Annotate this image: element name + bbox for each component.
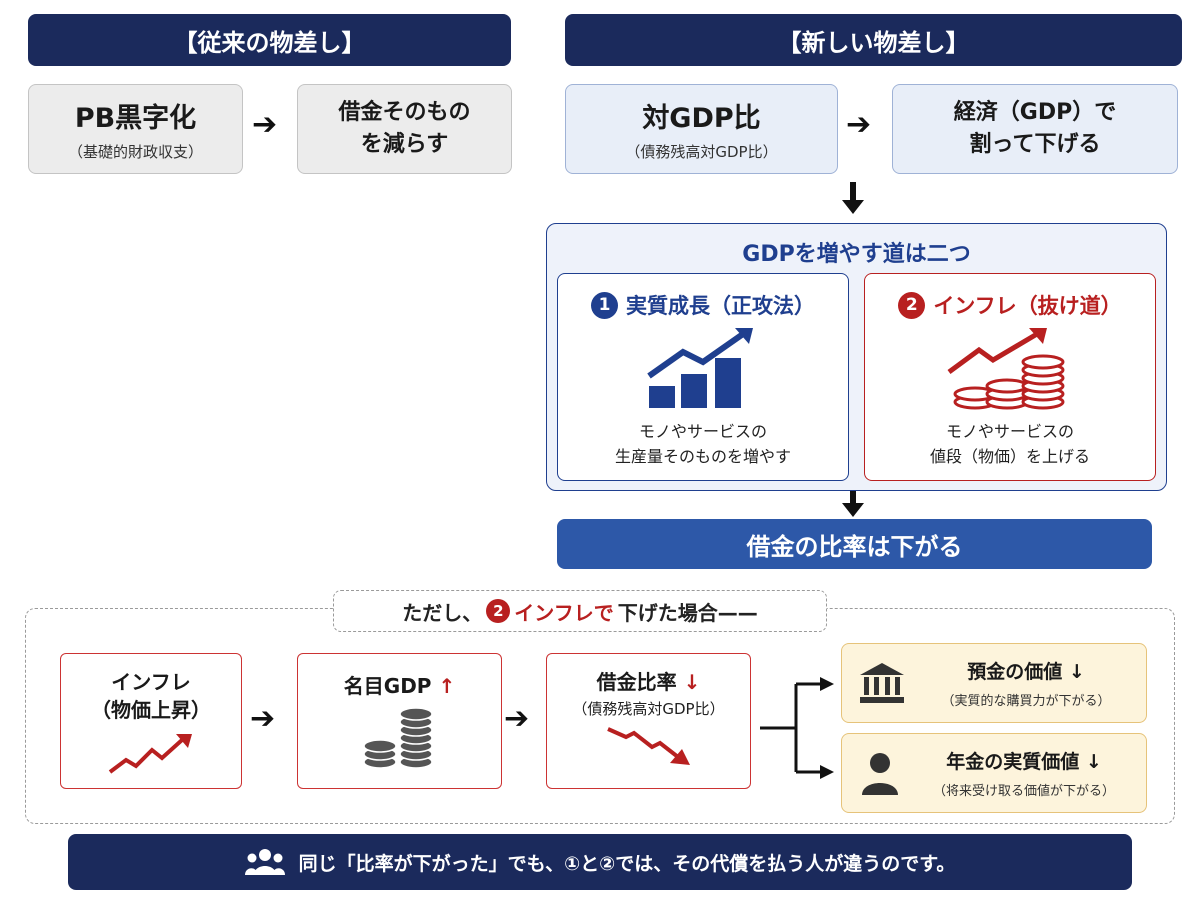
path1-desc-line2: 生産量そのものを増やす	[614, 446, 791, 466]
inflation-header-suffix: 下げた場合——	[617, 600, 758, 625]
gdp-ratio-box: 対GDP比 （債務残高対GDP比）	[565, 84, 838, 174]
branch-connector	[760, 677, 834, 779]
inflation-step-box: インフレ （物価上昇）	[60, 653, 242, 789]
debt-ratio-sub: （債務残高対GDP比）	[572, 700, 725, 718]
nominal-gdp-title: 名目GDP	[343, 674, 432, 698]
result-bar-label: 借金の比率は下がる	[746, 532, 963, 561]
bar-growth-chart-icon	[647, 328, 753, 408]
inflation-step-line2: （物価上昇）	[91, 698, 211, 722]
reduce-debt-line2: を減らす	[360, 132, 449, 157]
zigzag-down-icon	[606, 727, 690, 765]
debt-ratio-title: 借金比率	[596, 670, 677, 694]
down-arrow-icon	[842, 182, 864, 214]
path-real-growth-card: 1 実質成長（正攻法） モノやサービスの 生産量そのものを増やす	[557, 273, 849, 481]
deposit-value-text: 預金の価値 ↓ （実質的な購買力が下がる）	[906, 657, 1146, 709]
two-paths-title: GDPを増やす道は二つ	[742, 242, 971, 267]
path1-desc-line1: モノやサービスの	[638, 422, 767, 441]
result-bar: 借金の比率は下がる	[557, 519, 1152, 569]
footer-message: 同じ「比率が下がった」でも、①と②では、その代償を払う人が違うのです。	[298, 852, 956, 875]
new-measure-header: 【新しい物差し】	[565, 14, 1182, 66]
path1-number-badge: 1	[591, 291, 618, 319]
pension-value-text: 年金の実質価値 ↓ （将来受け取る価値が下がる）	[902, 747, 1146, 799]
inflation-header-highlight: インフレで	[514, 600, 614, 625]
divide-by-gdp-line1: 経済（GDP）で	[953, 100, 1117, 126]
right-arrow-icon: ➔	[250, 701, 276, 736]
inflation-header-prefix: ただし、	[402, 600, 483, 625]
down-arrow-icon: ↓	[683, 670, 701, 694]
path-inflation-card: 2 インフレ（抜け道） モノやサービスの 値段（物価）を上げる	[864, 273, 1156, 481]
gdp-ratio-title: 対GDP比	[642, 103, 761, 134]
inflation-case-header: ただし、 2 インフレで 下げた場合——	[333, 590, 827, 632]
path2-label: インフレ（抜け道）	[933, 294, 1122, 318]
path1-desc: モノやサービスの 生産量そのものを増やす	[615, 420, 791, 470]
coin-stack-icon	[947, 328, 1065, 410]
path2-number-badge: 2	[898, 291, 926, 319]
new-measure-header-label: 【新しい物差し】	[777, 28, 970, 57]
deposit-value-sub: （実質的な購買力が下がる）	[941, 694, 1111, 709]
pb-surplus-box: PB黒字化 （基礎的財政収支）	[28, 84, 243, 174]
pension-value-box: 年金の実質価値 ↓ （将来受け取る価値が下がる）	[841, 733, 1147, 813]
traditional-header: 【従来の物差し】	[28, 14, 511, 66]
zigzag-up-icon	[108, 734, 192, 774]
right-arrow-icon: ➔	[504, 701, 530, 736]
person-icon	[862, 753, 898, 795]
pb-surplus-title: PB黒字化	[74, 103, 197, 134]
nominal-gdp-title-row: 名目GDP ↑	[344, 672, 455, 700]
inflation-step-line1: インフレ	[111, 670, 191, 694]
path2-title: 2 インフレ（抜け道）	[898, 290, 1122, 320]
traditional-header-label: 【従来の物差し】	[173, 28, 366, 57]
people-group-icon	[244, 849, 285, 875]
up-arrow-icon: ↑	[438, 674, 456, 698]
reduce-debt-line1: 借金そのもの	[338, 100, 471, 126]
divide-by-gdp-line2: 割って下げる	[969, 132, 1101, 157]
deposit-value-box: 預金の価値 ↓ （実質的な購買力が下がる）	[841, 643, 1147, 723]
nominal-gdp-box: 名目GDP ↑	[297, 653, 502, 789]
footer-bar: 同じ「比率が下がった」でも、①と②では、その代償を払う人が違うのです。	[68, 834, 1132, 890]
right-arrow-icon: ➔	[252, 107, 278, 142]
gdp-ratio-sub: （債務残高対GDP比）	[625, 143, 778, 161]
inflation-header-badge: 2	[486, 599, 511, 623]
right-arrow-icon: ➔	[846, 107, 872, 142]
deposit-value-title: 預金の価値 ↓	[967, 661, 1085, 683]
coin-stack-icon	[362, 707, 433, 769]
path2-desc-line2: 値段（物価）を上げる	[929, 446, 1090, 466]
path1-title: 1 実質成長（正攻法）	[591, 290, 815, 320]
path1-label: 実質成長（正攻法）	[626, 294, 815, 318]
pb-surplus-sub: （基礎的財政収支）	[67, 143, 203, 161]
reduce-debt-box: 借金そのもの を減らす	[297, 84, 512, 174]
pension-value-title: 年金の実質価値 ↓	[946, 751, 1102, 773]
path2-desc: モノやサービスの 値段（物価）を上げる	[930, 420, 1090, 470]
debt-ratio-title-row: 借金比率 ↓	[597, 668, 701, 696]
divide-by-gdp-box: 経済（GDP）で 割って下げる	[892, 84, 1178, 174]
pension-value-sub: （将来受け取る価値が下がる）	[932, 784, 1115, 799]
path2-desc-line1: モノやサービスの	[945, 422, 1074, 441]
down-arrow-icon	[842, 491, 864, 517]
bank-icon	[860, 663, 904, 703]
debt-ratio-box: 借金比率 ↓ （債務残高対GDP比）	[546, 653, 751, 789]
